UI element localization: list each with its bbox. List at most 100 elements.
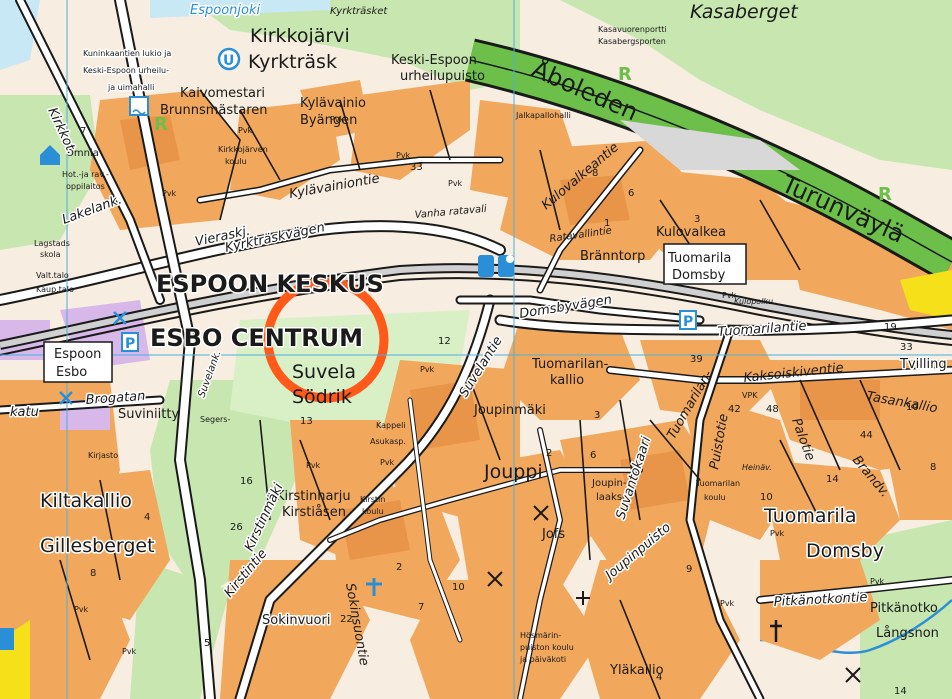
- label-kyrktrasket: Kyrkträsket: [330, 6, 388, 17]
- parking-p-icon[interactable]: P: [679, 310, 697, 330]
- label-pvk: Pvk: [380, 458, 395, 467]
- label-pvk: Pvk: [162, 189, 177, 198]
- label-kunink: Kuninkaantien lukio ja: [83, 49, 171, 58]
- label-pvk: Pvk: [238, 126, 253, 135]
- map-label: R: [154, 114, 168, 135]
- label-kulopolku: Kulopolku: [734, 297, 773, 306]
- label-esbo-centrum: ESBO CENTRUM: [150, 324, 363, 352]
- label-number: 16: [240, 476, 253, 487]
- label-kiltakallio: Kiltakallio: [40, 490, 132, 512]
- label-kulovalkea: Kulovalkea: [656, 225, 726, 240]
- label-hosmarin-1: Hösmärin-: [520, 631, 561, 640]
- label-kirstiasen: Kirstiåsen: [282, 505, 346, 520]
- metro-u-icon[interactable]: U: [217, 47, 241, 71]
- label-number: 44: [860, 430, 873, 441]
- label-tvilling: Tvilling: [899, 357, 947, 372]
- label-urheilupuisto: urheilupuisto: [400, 69, 485, 84]
- label-gillesberget: Gillesberget: [40, 535, 155, 557]
- monument-icon[interactable]: [770, 620, 782, 642]
- label-number: 42: [728, 404, 741, 415]
- label-suviniitty: Suviniitty: [118, 407, 179, 422]
- label-kirstin-koulu-2: koulu: [362, 507, 384, 516]
- label-pvk: Pvk: [306, 461, 321, 470]
- recreation-r-icon[interactable]: R: [154, 114, 168, 135]
- label-number: 6: [590, 450, 596, 461]
- label-joupinmaki: Joupinmäki: [473, 403, 546, 418]
- label-number: 8: [592, 168, 598, 179]
- label-number: 22: [340, 614, 353, 625]
- label-pvk: Pvk: [74, 605, 89, 614]
- label-koulu: koulu: [225, 157, 247, 166]
- label-keski-espoon: Keski-Espoon: [391, 53, 477, 68]
- label-kasabergsporten: Kasabergsporten: [598, 37, 666, 46]
- label-hosmarin-2: puiston koulu: [520, 643, 574, 652]
- map-label: R: [618, 64, 632, 85]
- label-number: 7: [80, 126, 86, 137]
- label-asukasp: Asukasp.: [370, 437, 406, 446]
- label-kappeli: Kappeli: [376, 421, 406, 430]
- label-number: 3: [594, 410, 600, 421]
- center-marker-circle[interactable]: [263, 277, 389, 403]
- label-number: 3: [694, 214, 700, 225]
- label-kyrktrask: Kyrkträsk: [248, 51, 337, 73]
- label-pvk: Pvk: [330, 115, 345, 124]
- label-skola: skola: [40, 250, 61, 259]
- label-tuomarilan-koulu-1: Tuomarilan: [695, 479, 740, 488]
- label-kirstinhariu: Kirstinharju: [276, 489, 351, 504]
- label-kaup-talo: Kaup.talo: [36, 285, 74, 294]
- map-label: U: [223, 53, 234, 69]
- label-ylakallio: Yläkallio: [609, 663, 664, 678]
- label-segersvenin: Segers-: [200, 415, 230, 424]
- recreation-r-icon[interactable]: R: [878, 184, 892, 205]
- label-pvk: Pvk: [396, 151, 411, 160]
- map-icons: U P P R R R: [0, 47, 892, 683]
- parking-p-icon[interactable]: P: [121, 332, 139, 352]
- label-number: 10: [760, 492, 773, 503]
- label-number: 1: [604, 218, 610, 229]
- label-kaivomestari: Kaivomestari: [180, 86, 265, 101]
- label-pitkanotko: Pitkänotko: [870, 601, 938, 616]
- label-kylavainio: Kylävainio: [300, 96, 366, 111]
- label-number: 8: [930, 462, 936, 473]
- label-jouppi: Jouppi: [483, 461, 543, 483]
- train-station-icon[interactable]: [478, 255, 514, 277]
- label-joupinlaakso-1: Joupin-: [591, 478, 627, 489]
- label-number: 8: [90, 568, 96, 579]
- label-tuomarila: Tuomarila: [763, 505, 857, 527]
- station-box-tuomarila[interactable]: [663, 243, 747, 285]
- info-square-icon[interactable]: [0, 628, 14, 650]
- label-langsnon: Långsnon: [876, 626, 939, 641]
- recreation-r-icon[interactable]: R: [618, 64, 632, 85]
- label-esbo-asema: Esbo: [56, 365, 87, 380]
- minor-roads: [59, 89, 901, 699]
- label-number: 14: [894, 686, 907, 697]
- station-box-espoon[interactable]: [43, 341, 113, 383]
- label-number: 12: [438, 336, 451, 347]
- map-label: P: [125, 336, 135, 352]
- label-kirkkojarven-koulu: Kirkkojärven: [218, 145, 268, 154]
- label-number: 4: [144, 512, 150, 523]
- label-heinav: Heinäv.: [742, 463, 772, 472]
- label-number: 2: [546, 448, 552, 459]
- label-lagstads: Lagstads: [34, 239, 70, 248]
- label-pvk: Pvk: [720, 599, 735, 608]
- label-oppilaitos: oppilaitos: [66, 182, 105, 191]
- label-domsby: Domsby: [806, 540, 884, 562]
- church-cross-icon[interactable]: [366, 578, 382, 596]
- pvk-labels: Pvk Pvk Pvk Pvk Pvk Pvk Pvk Pvk Pvk Pvk …: [74, 115, 885, 656]
- label-hot-ja-rav: Hot.-ja rav.-: [62, 170, 109, 179]
- label-katu: katu: [10, 405, 39, 420]
- school-house-icon[interactable]: [40, 145, 60, 165]
- swimming-pool-icon[interactable]: [129, 96, 149, 116]
- compass-x-icon: [59, 311, 127, 405]
- map-label: P: [683, 314, 693, 330]
- label-number: 7: [418, 602, 424, 613]
- label-branntorp: Bränntorp: [580, 249, 645, 264]
- label-sodrik: Södrik: [292, 386, 352, 408]
- label-number: 2: [396, 562, 402, 573]
- label-number: 26: [230, 522, 243, 533]
- label-number: 9: [686, 564, 692, 575]
- label-number: 19: [884, 322, 897, 333]
